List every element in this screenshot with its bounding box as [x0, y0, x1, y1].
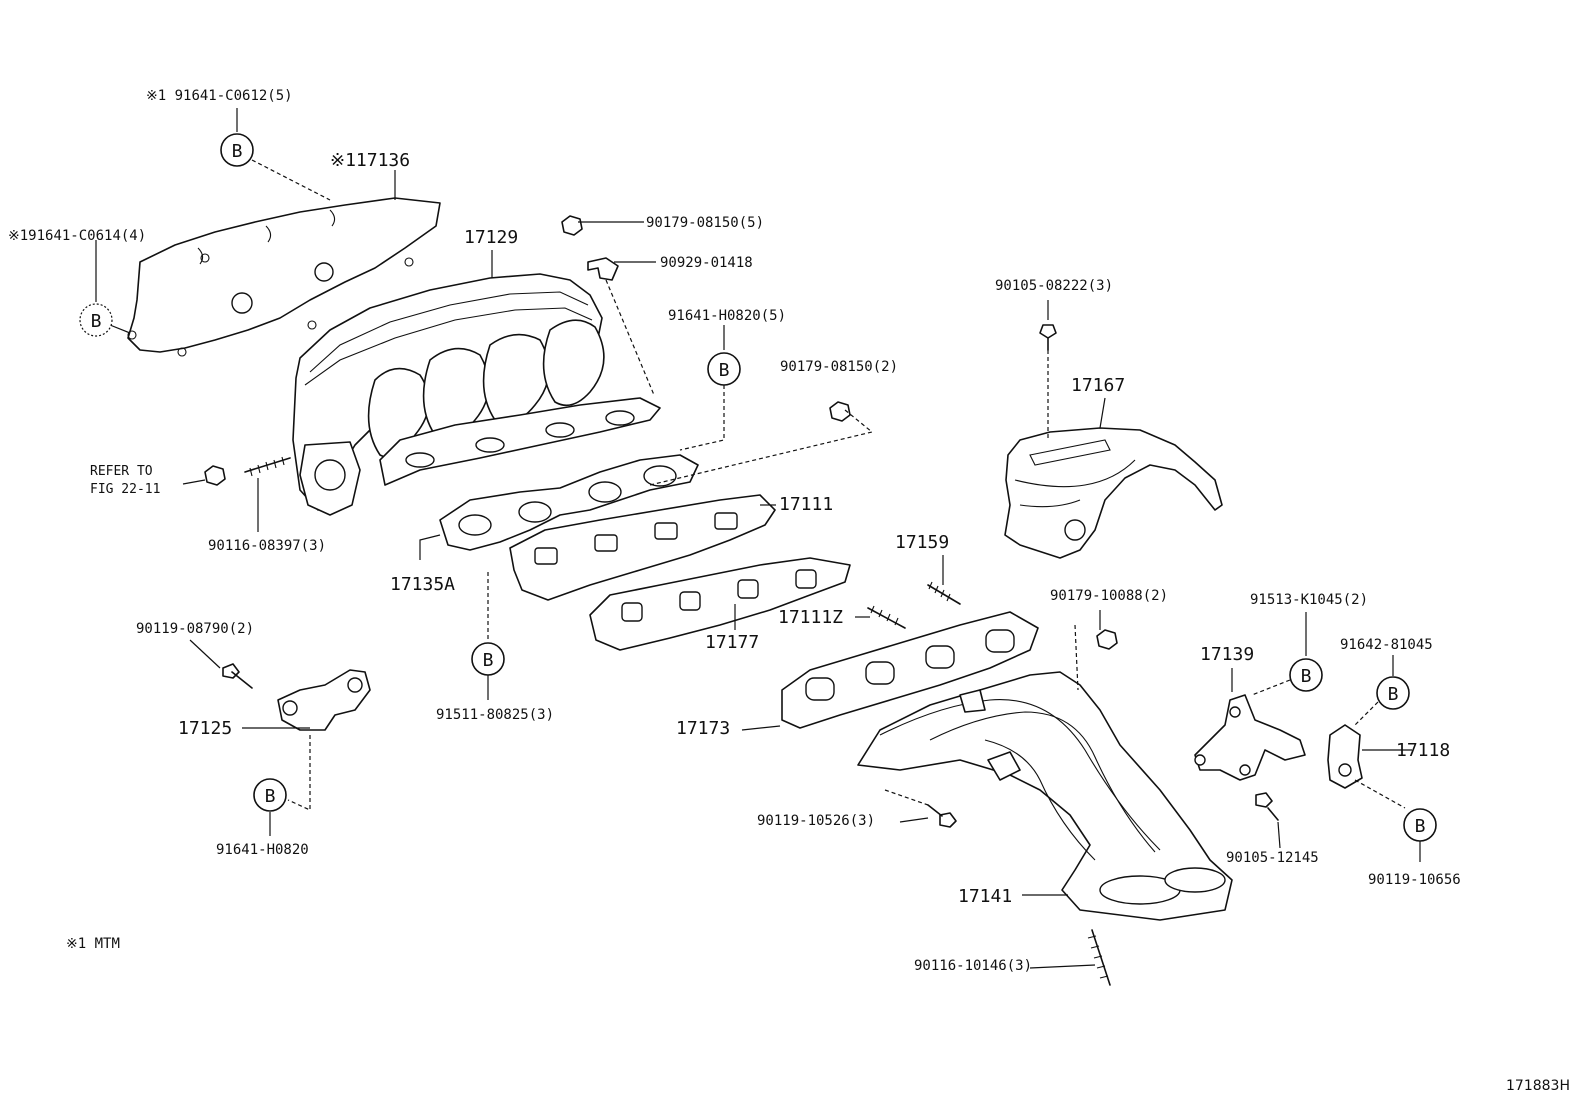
label-90929-01418: 90929-01418 [660, 255, 753, 271]
svg-text:B: B [1415, 816, 1426, 837]
label-17136: ※117136 [330, 150, 410, 171]
label-note-mtm: ※1 MTM [66, 936, 120, 952]
label-17177: 17177 [705, 632, 759, 653]
label-91641-h0820-5: 91641-H0820(5) [668, 308, 786, 324]
gasket-17173-part [781, 611, 1039, 729]
callout-b-1: B [220, 133, 254, 167]
label-refer-to: REFER TO [90, 464, 153, 479]
svg-text:B: B [1388, 684, 1399, 705]
label-91641-h0820: 91641-H0820 [216, 842, 309, 858]
intake-manifold-17129-part [292, 273, 661, 516]
bracket-17118-part [1327, 724, 1363, 789]
label-91641-c0614: ※191641-C0614(4) [8, 228, 146, 244]
label-17167: 17167 [1071, 375, 1125, 396]
heat-insulator-17167-part [1004, 427, 1223, 559]
label-17139: 17139 [1200, 644, 1254, 665]
label-17111: 17111 [779, 494, 833, 515]
svg-text:B: B [232, 141, 243, 162]
callout-b-3: B [707, 352, 741, 386]
label-90105-12145: 90105-12145 [1226, 850, 1319, 866]
label-17129: 17129 [464, 227, 518, 248]
label-91511-80825: 91511-80825(3) [436, 707, 554, 723]
fasteners [204, 215, 1279, 986]
label-91641-c0612: ※1 91641-C0612(5) [146, 88, 293, 104]
label-90119-08790: 90119-08790(2) [136, 621, 254, 637]
label-90119-10526: 90119-10526(3) [757, 813, 875, 829]
label-90119-10656: 90119-10656 [1368, 872, 1461, 888]
callout-b-5: B [253, 778, 287, 812]
label-91513-k1045: 91513-K1045(2) [1250, 592, 1368, 608]
callout-b-6: B [1289, 658, 1323, 692]
label-17135a: 17135A [390, 574, 455, 595]
svg-text:B: B [265, 786, 276, 807]
label-90179-08150-5: 90179-08150(5) [646, 215, 764, 231]
label-90179-10088: 90179-10088(2) [1050, 588, 1168, 604]
label-17118: 17118 [1396, 740, 1450, 761]
label-17125: 17125 [178, 718, 232, 739]
leader-lines [95, 108, 1421, 969]
label-90105-08222: 90105-08222(3) [995, 278, 1113, 294]
callout-b-2: B [79, 303, 113, 337]
label-17141: 17141 [958, 886, 1012, 907]
gasket-17177-part [589, 557, 851, 651]
svg-text:B: B [1301, 666, 1312, 687]
label-figure-id: 171883H [1506, 1078, 1570, 1094]
exhaust-manifold-17141-part [857, 671, 1233, 921]
label-90179-08150-2: 90179-08150(2) [780, 359, 898, 375]
label-17159: 17159 [895, 532, 949, 553]
label-90116-10146: 90116-10146(3) [914, 958, 1032, 974]
svg-text:B: B [483, 650, 494, 671]
bracket-17125-part [277, 669, 371, 731]
label-17111z: 17111Z [778, 607, 843, 628]
callout-b-4: B [471, 642, 505, 676]
label-91642-81045: 91642-81045 [1340, 637, 1433, 653]
svg-text:B: B [719, 360, 730, 381]
bracket-17139-part [1194, 694, 1306, 781]
callout-b-7: B [1376, 676, 1410, 710]
gasket-17135a-part [439, 454, 699, 551]
callout-b-8: B [1403, 808, 1437, 842]
gasket-17111-part [509, 494, 776, 601]
label-90116-08397: 90116-08397(3) [208, 538, 326, 554]
label-refer-fig: FIG 22-11 [90, 482, 160, 497]
label-17173: 17173 [676, 718, 730, 739]
svg-text:B: B [91, 311, 102, 332]
heat-insulator-17136-part [127, 197, 441, 357]
